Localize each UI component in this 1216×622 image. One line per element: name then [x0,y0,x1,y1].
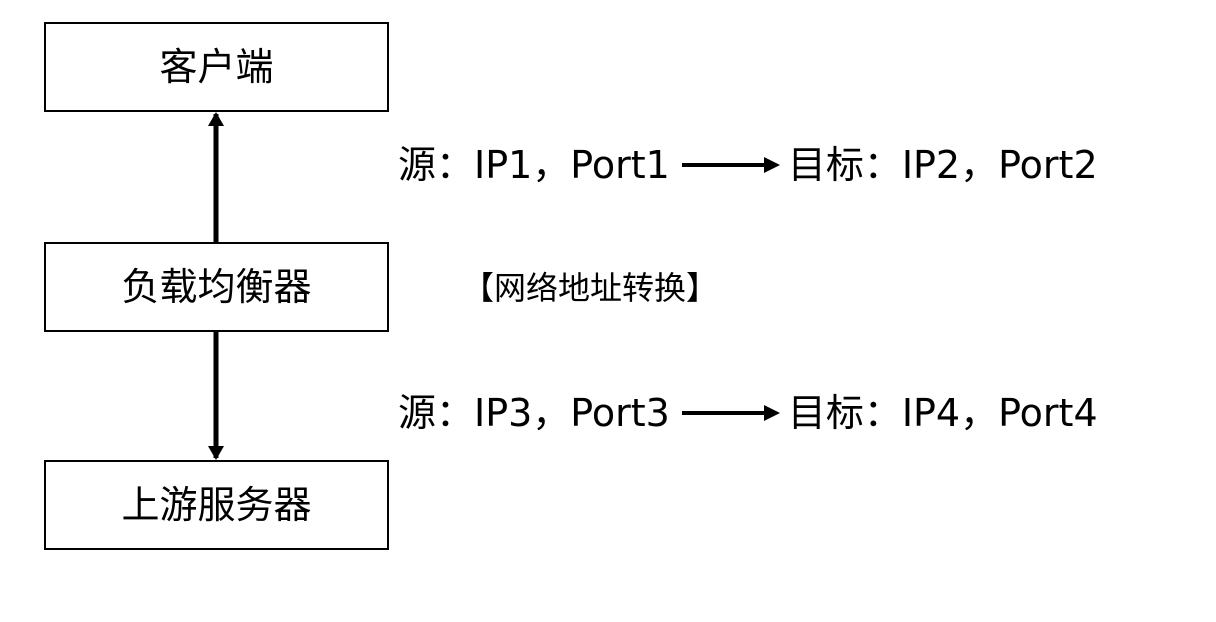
bottom-mapping-row: 源：IP3，Port3 目标：IP4，Port4 [398,394,1098,432]
arrowhead-up [208,112,224,126]
bottom-target-label: 目标：IP4，Port4 [787,391,1098,435]
upstream-server-node-label: 上游服务器 [121,483,312,527]
upstream-server-node: 上游服务器 [44,460,389,550]
right-arrow-icon [681,405,780,421]
arrowhead-down [208,446,224,460]
load-balancer-node: 负载均衡器 [44,242,389,332]
top-source-label: 源：IP1，Port1 [398,143,670,187]
right-arrow-icon [681,157,780,173]
top-mapping-row: 源：IP1，Port1 目标：IP2，Port2 [398,146,1098,184]
top-target-label: 目标：IP2，Port2 [787,143,1098,187]
nat-label: 【网络地址转换】 [462,269,719,307]
client-node-label: 客户端 [159,45,274,89]
bottom-source-label: 源：IP3，Port3 [398,391,670,435]
client-node: 客户端 [44,22,389,112]
load-balancer-node-label: 负载均衡器 [121,265,312,309]
